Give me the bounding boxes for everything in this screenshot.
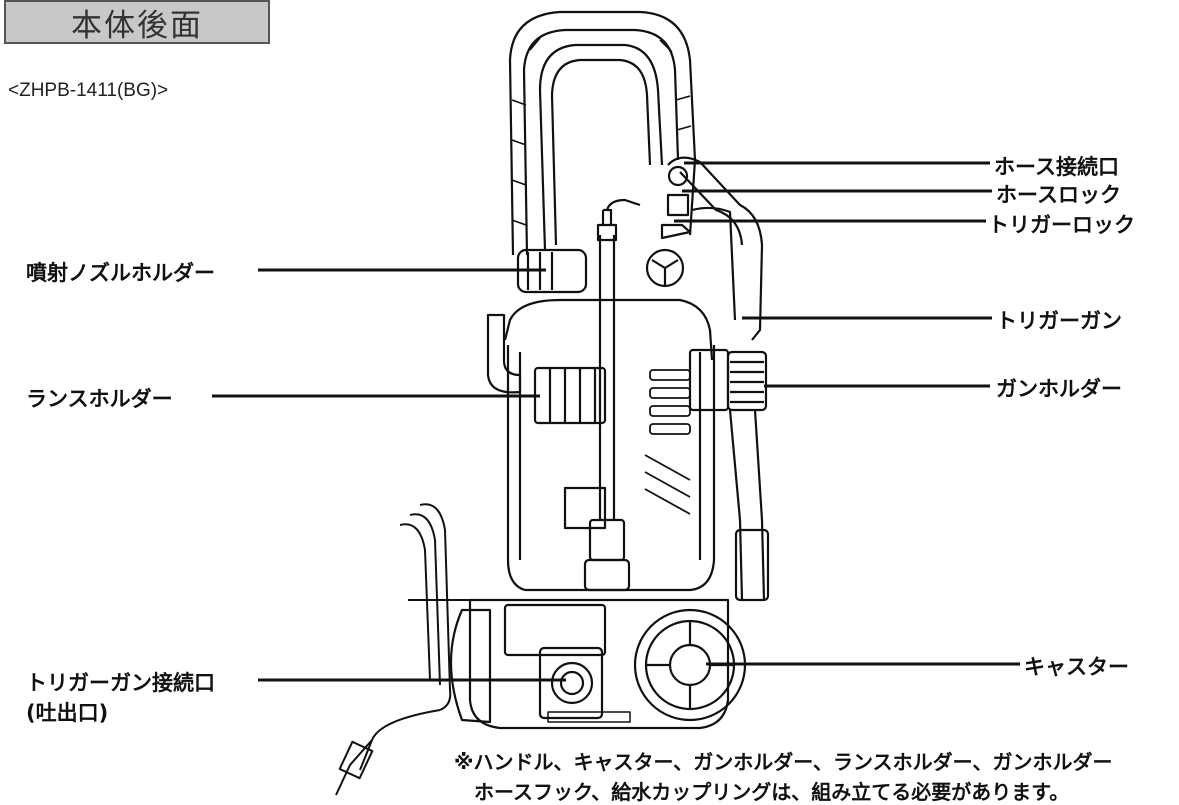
page-title: 本体後面 [4,0,270,44]
handle [508,10,697,256]
trigger-gun-outlet [550,661,594,705]
trigger-gun [667,156,764,341]
lance [598,235,616,520]
label-caster: キャスター [1024,655,1129,679]
hose-inlet [667,165,689,187]
label-trigger-gun-outlet: トリガーガン接続口 [26,671,215,695]
assembly-note-line1: ※ハンドル、キャスター、ガンホルダー、ランスホルダー、ガンホルダー [454,750,1113,774]
label-gun-holder: ガンホルダー [996,377,1122,401]
power-cord [335,503,470,796]
hose-hook [486,313,522,394]
label-nozzle-holder: 噴射ノズルホルダー [26,261,215,285]
label-trigger-gun: トリガーガン [996,309,1122,333]
main-body [506,345,716,592]
label-lance-holder: ランスホルダー [26,387,173,411]
hose-lock [666,193,690,217]
label-trigger-gun-outlet-sub: (吐出口) [26,701,109,725]
label-hose-inlet: ホース接続口 [994,155,1119,179]
upper-body [503,298,714,361]
label-trigger-lock: トリガーロック [988,213,1135,237]
model-number: <ZHPB-1411(BG)> [8,80,169,101]
label-hose-lock: ホースロック [996,183,1121,207]
assembly-note-line2: ホースフック、給水カップリングは、組み立てる必要があります。 [474,780,1070,804]
